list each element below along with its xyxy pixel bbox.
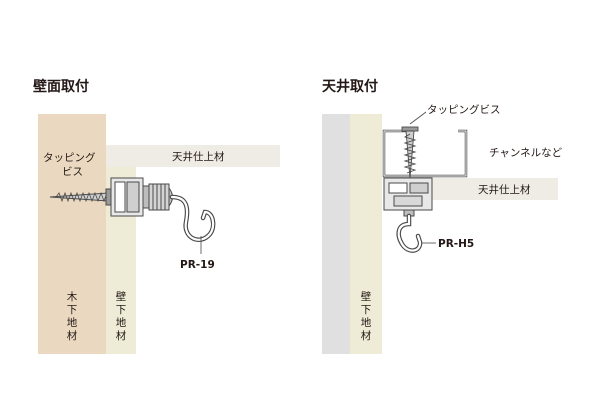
channel-label: チャンネルなど [489, 147, 563, 159]
wood-base-char-4: 材 [67, 329, 78, 342]
tapping-screw-vertical [401, 126, 419, 179]
tapping-screw-horizontal [49, 188, 112, 206]
wood-base-char-3: 地 [67, 316, 78, 329]
ceiling-finish-board-right [432, 178, 558, 200]
channel-profile [382, 129, 468, 178]
leader-screw-right [409, 111, 427, 125]
ceiling-mount-panel: 天井取付 タッピングビス チャンネルな [322, 78, 563, 354]
ceiling-finish-board-left [106, 145, 280, 167]
ceiling-label-left: 天井仕上材 [172, 150, 225, 163]
wall-base-char-3-left: 地 [116, 316, 127, 329]
wood-base-panel [38, 114, 106, 354]
ceiling-mount-title: 天井取付 [322, 78, 378, 95]
wall-base-char-4-left: 材 [116, 329, 127, 342]
wall-mount-panel: 壁面取付 [33, 78, 280, 354]
screw-label-right: タッピングビス [427, 103, 501, 116]
wood-base-char-1: 木 [67, 291, 78, 303]
wall-base-char-1-right: 壁 [361, 290, 372, 303]
wall-base-char-3-right: 地 [361, 316, 372, 329]
concrete-wall [322, 114, 350, 354]
wall-base-char-2-right: 下 [361, 304, 372, 316]
threaded-connector [148, 183, 173, 211]
screw-label-line2: ビス [62, 166, 83, 178]
part-label-pr19: PR-19 [180, 259, 215, 271]
ceiling-label-right: 天井仕上材 [478, 183, 531, 196]
wall-base-char-2-left: 下 [116, 304, 127, 316]
wall-board-panel-right [350, 114, 382, 354]
part-label-prh5: PR-H5 [438, 238, 474, 250]
rail-profile-right [383, 177, 433, 217]
wood-base-char-2: 下 [67, 304, 78, 316]
hook-pr19 [169, 194, 216, 242]
wall-base-char-4-right: 材 [361, 329, 372, 342]
screw-label-line1: タッピング [43, 151, 96, 164]
wall-mount-title: 壁面取付 [33, 78, 89, 95]
wall-base-char-1-left: 壁 [116, 290, 127, 303]
rail-profile-left [110, 177, 150, 217]
